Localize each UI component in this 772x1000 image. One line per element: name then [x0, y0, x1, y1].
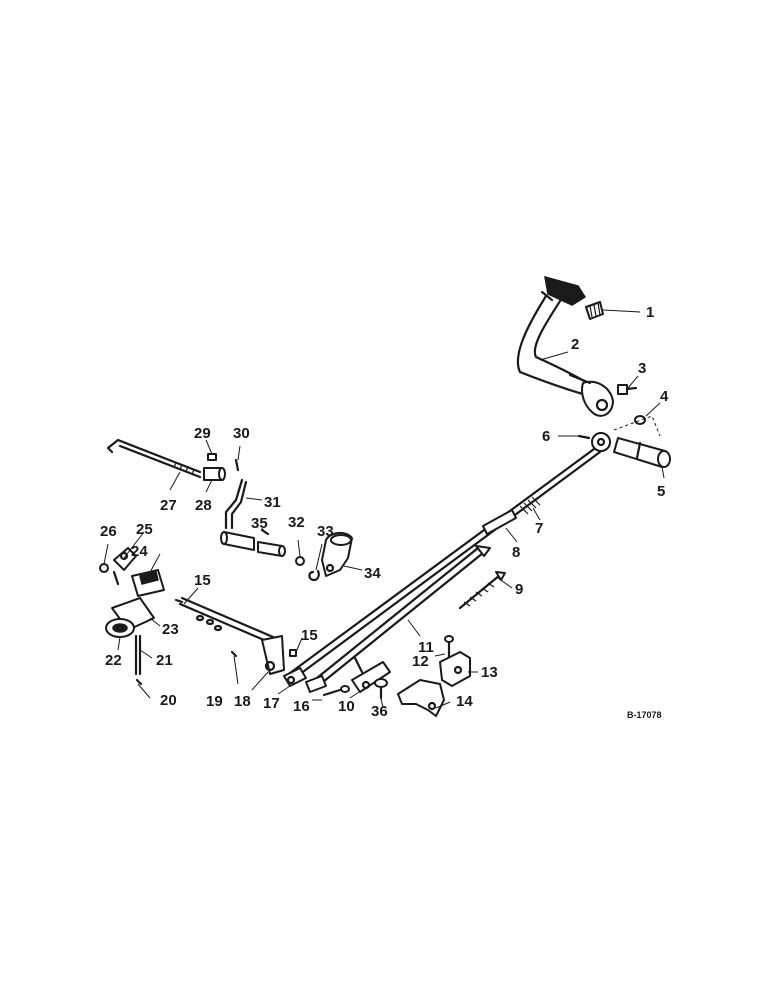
callout-29: 29 — [194, 425, 211, 442]
pin-29 — [207, 453, 217, 461]
washer — [634, 415, 646, 425]
bolt-36 — [374, 678, 388, 700]
pedal-screw — [585, 301, 604, 320]
screw-30 — [234, 458, 240, 472]
threaded-rod — [458, 571, 506, 610]
long-rod — [310, 545, 491, 688]
clutch-rod — [284, 432, 611, 682]
callout-21: 21 — [156, 652, 173, 669]
callout-14: 14 — [456, 693, 473, 710]
callout-23: 23 — [162, 621, 179, 638]
callout-13: 13 — [481, 664, 498, 681]
callout-15a: 15 — [194, 572, 211, 589]
callout-19: 19 — [206, 693, 223, 710]
ring-32 — [295, 556, 305, 566]
pin-19 — [230, 650, 238, 658]
callout-10: 10 — [338, 698, 355, 715]
shift-fork — [321, 532, 353, 577]
callout-6: 6 — [542, 428, 550, 445]
bracket-13 — [439, 651, 471, 687]
pin-21 — [134, 634, 142, 676]
shift-rod — [106, 438, 202, 479]
clutch-pedal — [516, 275, 614, 417]
callout-2: 2 — [571, 336, 579, 353]
shaft-35 — [257, 528, 286, 557]
callout-31: 31 — [264, 494, 281, 511]
callout-17: 17 — [263, 695, 280, 712]
cotter-pin — [577, 434, 591, 440]
callout-11: 11 — [418, 639, 434, 656]
snap-ring — [308, 569, 320, 582]
callout-16: 16 — [293, 698, 310, 715]
callout-9: 9 — [515, 581, 523, 598]
callout-18: 18 — [234, 693, 251, 710]
rod-sleeve — [482, 509, 517, 535]
callout-15b: 15 — [301, 627, 318, 644]
callout-26: 26 — [100, 523, 117, 540]
clevis — [351, 656, 391, 693]
callout-27: 27 — [160, 497, 177, 514]
yoke — [112, 547, 137, 586]
pedal-bolt — [617, 384, 638, 395]
leader-lines — [103, 309, 665, 709]
mounting-bracket — [397, 679, 445, 717]
throwout-bearing — [105, 597, 155, 638]
callout-33: 33 — [317, 523, 334, 540]
release-collar — [131, 569, 165, 597]
callout-34: 34 — [364, 565, 381, 582]
shift-lever — [220, 478, 255, 551]
cross-shaft — [178, 596, 285, 675]
callout-32: 32 — [288, 514, 305, 531]
clevis-end — [283, 667, 327, 693]
callout-1: 1 — [646, 304, 654, 321]
key-15-right — [289, 649, 297, 657]
callout-28: 28 — [195, 497, 212, 514]
callout-3: 3 — [638, 360, 646, 377]
clip-20 — [135, 678, 143, 686]
callout-24: 24 — [131, 543, 148, 560]
callout-20: 20 — [160, 692, 177, 709]
callout-35: 35 — [251, 515, 268, 532]
callout-22: 22 — [105, 652, 122, 669]
ring-26 — [99, 563, 109, 573]
pedal-shaft — [613, 437, 671, 468]
callout-8: 8 — [512, 544, 520, 561]
callout-30: 30 — [233, 425, 250, 442]
key-15-left — [174, 598, 184, 604]
callout-25: 25 — [136, 521, 153, 538]
callout-7: 7 — [535, 520, 543, 537]
drawing-code: B-17078 — [627, 710, 662, 720]
callout-4: 4 — [660, 388, 669, 405]
callout-36: 36 — [371, 703, 388, 720]
rod-coupling — [203, 467, 226, 481]
callout-12: 12 — [412, 653, 429, 670]
pin-16 — [322, 685, 350, 697]
callout-labels: 1 2 3 4 5 6 7 8 9 10 11 12 13 14 15 15 1… — [100, 304, 669, 720]
callout-5: 5 — [657, 483, 665, 500]
